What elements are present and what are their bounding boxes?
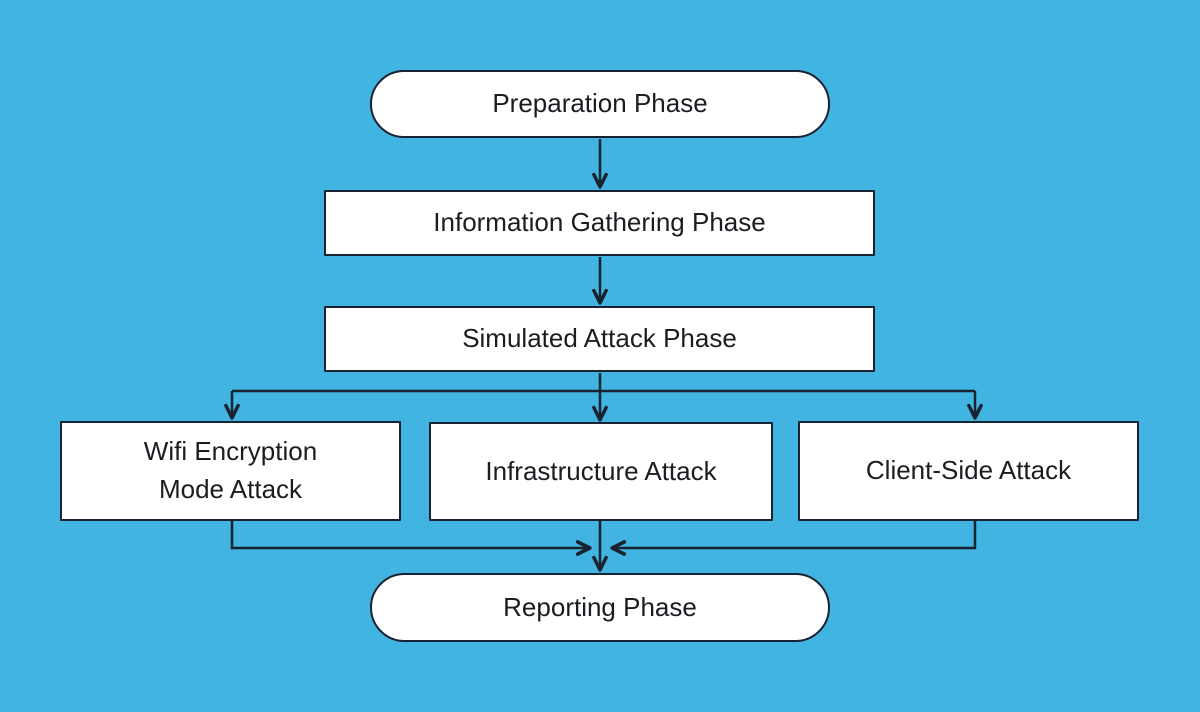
node-preparation-phase-label: Preparation Phase: [492, 88, 708, 119]
edge-wifi-encryption-to-reporting: [230, 521, 592, 556]
edge-branch-line: [232, 373, 975, 393]
node-simulated-attack-phase: Simulated Attack Phase: [324, 306, 875, 372]
node-information-gathering-phase: Information Gathering Phase: [324, 190, 875, 256]
node-information-gathering-phase-label: Information Gathering Phase: [433, 207, 766, 238]
node-client-side-attack: Client-Side Attack: [798, 421, 1139, 521]
node-wifi-encryption-mode-attack: Wifi Encryption Mode Attack: [60, 421, 401, 521]
node-reporting-phase: Reporting Phase: [370, 573, 830, 642]
edge-client-side-to-reporting: [610, 521, 977, 556]
node-wifi-encryption-mode-attack-label: Wifi Encryption Mode Attack: [143, 436, 318, 504]
node-infrastructure-attack: Infrastructure Attack: [429, 422, 773, 521]
node-preparation-phase: Preparation Phase: [370, 70, 830, 138]
node-infrastructure-attack-label: Infrastructure Attack: [485, 455, 717, 486]
node-client-side-attack-label: Client-Side Attack: [865, 455, 1072, 486]
node-reporting-phase-label: Reporting Phase: [503, 591, 697, 622]
node-simulated-attack-phase-label: Simulated Attack Phase: [462, 323, 737, 354]
